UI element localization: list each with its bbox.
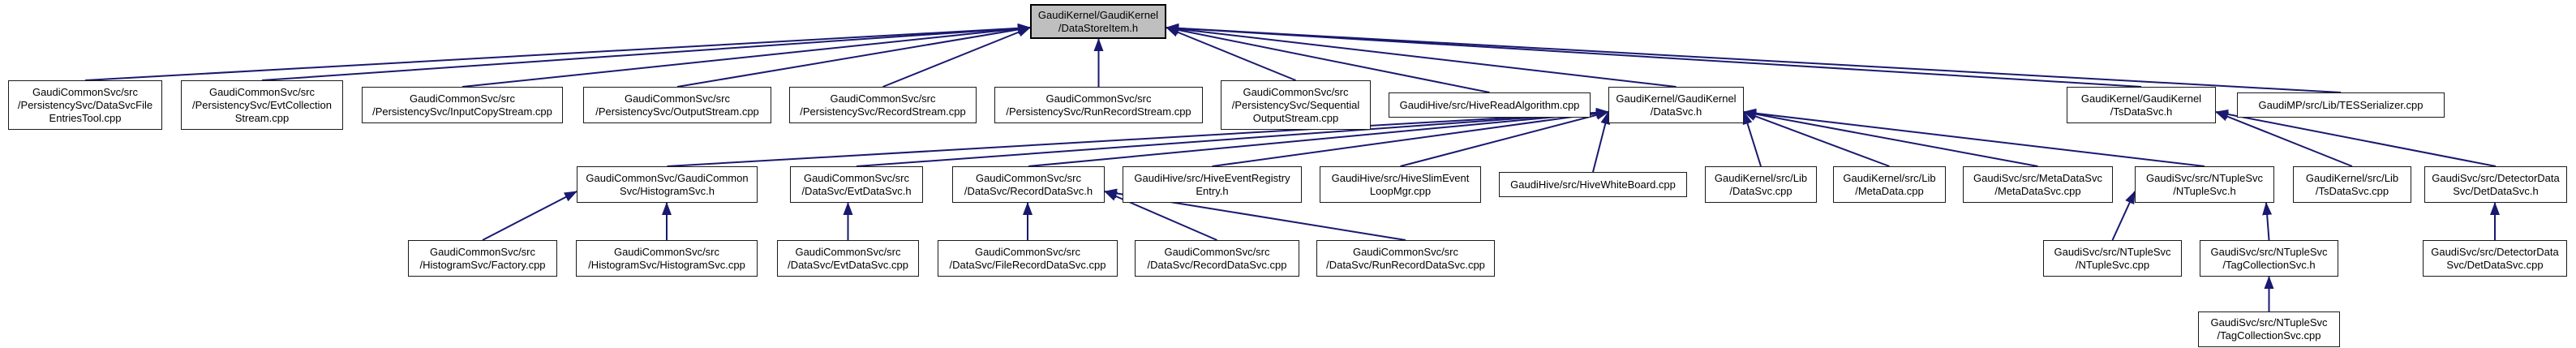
graph-node-HistogramSvc_cpp[interactable]: GaudiCommonSvc/src /HistogramSvc/Histogr… (576, 240, 758, 277)
graph-node-RunRecordStream_cpp[interactable]: GaudiCommonSvc/src /PersistencySvc/RunRe… (994, 87, 1203, 123)
include-edge (482, 191, 577, 241)
graph-node-HiveReadAlgorithm_cpp[interactable]: GaudiHive/src/HiveReadAlgorithm.cpp (1389, 92, 1591, 118)
graph-node-DetDataSvc_cpp[interactable]: GaudiSvc/src/DetectorData Svc/DetDataSvc… (2423, 240, 2567, 277)
include-edge (676, 24, 1031, 88)
include-edge (2215, 109, 2497, 167)
graph-node-HiveWhiteBoard_cpp[interactable]: GaudiHive/src/HiveWhiteBoard.cpp (1499, 172, 1687, 197)
graph-node-MetaDataSvc_cpp[interactable]: GaudiSvc/src/MetaDataSvc /MetaDataSvc.cp… (1963, 166, 2113, 203)
include-edge (1166, 25, 1490, 93)
graph-node-DataStoreItem_h[interactable]: GaudiKernel/GaudiKernel /DataStoreItem.h (1030, 4, 1166, 39)
include-edge (1212, 109, 1609, 167)
include-edge (856, 108, 1609, 167)
graph-node-DataSvc_cpp[interactable]: GaudiKernel/src/Lib /DataSvc.cpp (1705, 166, 1817, 203)
graph-node-NTupleSvc_h[interactable]: GaudiSvc/src/NTupleSvc /NTupleSvc.h (2135, 166, 2274, 203)
include-edge (667, 107, 1609, 167)
include-edge (2262, 202, 2273, 241)
graph-node-HiveEventRegistryEntry_h[interactable]: GaudiHive/src/HiveEventRegistry Entry.h (1123, 166, 1302, 203)
include-edge (1743, 111, 1890, 167)
graph-node-OutputStream_cpp[interactable]: GaudiCommonSvc/src /PersistencySvc/Outpu… (583, 87, 771, 123)
include-edge (1166, 24, 1677, 88)
graph-node-RecordDataSvc_cpp[interactable]: GaudiCommonSvc/src /DataSvc/RecordDataSv… (1135, 240, 1299, 277)
include-edge (2215, 111, 2353, 167)
include-edge (1743, 109, 2038, 167)
graph-node-EvtDataSvc_cpp[interactable]: GaudiCommonSvc/src /DataSvc/EvtDataSvc.c… (777, 240, 919, 277)
graph-node-MetaData_cpp[interactable]: GaudiKernel/src/Lib /MetaData.cpp (1833, 166, 1946, 203)
include-edge (2111, 191, 2136, 241)
include-edge (1166, 23, 2342, 93)
include-edge (1166, 27, 1296, 81)
include-edge (1028, 108, 1609, 167)
include-edge (1400, 110, 1609, 167)
graph-node-RecordStream_cpp[interactable]: GaudiCommonSvc/src /PersistencySvc/Recor… (789, 87, 977, 123)
include-edge (1166, 23, 2142, 88)
include-edge (1592, 111, 1611, 173)
include-edge (84, 23, 1031, 81)
graph-node-NTupleSvc_cpp[interactable]: GaudiSvc/src/NTupleSvc /NTupleSvc.cpp (2043, 240, 2182, 277)
graph-node-RunRecordDataSvc_cpp[interactable]: GaudiCommonSvc/src /DataSvc/RunRecordDat… (1316, 240, 1495, 277)
graph-node-EvtCollectionStream_cpp[interactable]: GaudiCommonSvc/src /PersistencySvc/EvtCo… (181, 80, 343, 130)
graph-node-TsDataSvc_cpp[interactable]: GaudiKernel/src/Lib /TsDataSvc.cpp (2293, 166, 2411, 203)
graph-node-FileRecordDataSvc_cpp[interactable]: GaudiCommonSvc/src /DataSvc/FileRecordDa… (938, 240, 1118, 277)
graph-node-HiveSlimEventLoopMgr_cpp[interactable]: GaudiHive/src/HiveSlimEvent LoopMgr.cpp (1320, 166, 1481, 203)
include-edge (462, 24, 1031, 88)
graph-node-DataSvc_h[interactable]: GaudiKernel/GaudiKernel /DataSvc.h (1608, 87, 1744, 123)
graph-node-SequentialOutputStream_cpp[interactable]: GaudiCommonSvc/src /PersistencySvc/Seque… (1221, 80, 1371, 130)
graph-node-TagCollectionSvc_cpp[interactable]: GaudiSvc/src/NTupleSvc /TagCollectionSvc… (2198, 311, 2340, 347)
graph-node-DetDataSvc_h[interactable]: GaudiSvc/src/DetectorData Svc/DetDataSvc… (2424, 166, 2567, 203)
graph-node-DataSvcFileEntriesTool_cpp[interactable]: GaudiCommonSvc/src /PersistencySvc/DataS… (8, 80, 162, 130)
graph-node-HistogramSvc_h[interactable]: GaudiCommonSvc/GaudiCommon Svc/Histogram… (577, 166, 758, 203)
graph-node-TagCollectionSvc_h[interactable]: GaudiSvc/src/NTupleSvc /TagCollectionSvc… (2200, 240, 2338, 277)
graph-node-InputCopyStream_cpp[interactable]: GaudiCommonSvc/src /PersistencySvc/Input… (362, 87, 563, 123)
include-edge (261, 24, 1031, 81)
include-edge (1743, 108, 2205, 167)
graph-node-Factory_cpp[interactable]: GaudiCommonSvc/src /HistogramSvc/Factory… (408, 240, 557, 277)
graph-node-EvtDataSvc_h[interactable]: GaudiCommonSvc/src /DataSvc/EvtDataSvc.h (790, 166, 923, 203)
include-edge (882, 27, 1031, 88)
include-edge (1742, 111, 1762, 167)
graph-node-RecordDataSvc_h[interactable]: GaudiCommonSvc/src /DataSvc/RecordDataSv… (952, 166, 1105, 203)
graph-node-TESSerializer_cpp[interactable]: GaudiMP/src/Lib/TESSerializer.cpp (2237, 92, 2445, 118)
graph-node-TsDataSvc_h[interactable]: GaudiKernel/GaudiKernel /TsDataSvc.h (2067, 87, 2216, 123)
